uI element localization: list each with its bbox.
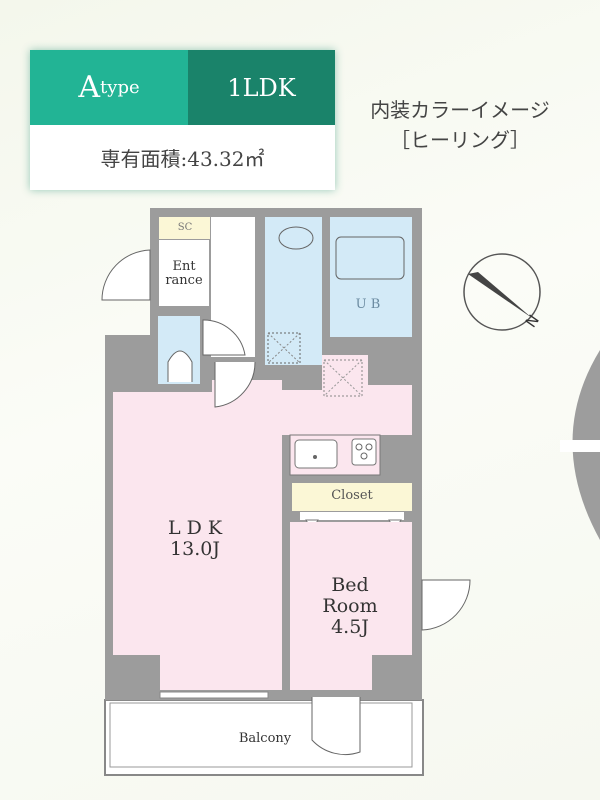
compass-icon	[463, 253, 541, 331]
entrance	[159, 240, 209, 306]
balcony-area	[104, 699, 424, 776]
balcony-door	[311, 697, 361, 756]
ldk-size: 13.0J	[170, 537, 220, 560]
bedroom-name-1: Bed	[331, 574, 369, 596]
ldk-window	[159, 691, 269, 699]
label-ub: U B	[355, 297, 381, 312]
caption-line-1: 内装カラーイメージ	[370, 98, 550, 122]
bedroom-size: 4.5J	[331, 615, 369, 638]
toilet-bowl	[167, 350, 193, 382]
layout-label: 1LDK	[188, 50, 335, 125]
label-balcony: Balcony	[238, 731, 292, 746]
type-suffix: type	[100, 77, 140, 98]
label-sc: SC	[177, 222, 193, 233]
bedroom-floor	[290, 522, 412, 690]
sink	[294, 439, 338, 469]
interior-color-caption: 内装カラーイメージ ［ヒーリング］	[345, 95, 575, 155]
label-ldk: L D K 13.0J	[150, 518, 240, 560]
toilet-door	[202, 319, 246, 356]
label-entrance-1: Ent	[172, 259, 196, 274]
ldk-door	[214, 361, 256, 408]
floor-area: 専有面積:43.32㎡	[100, 147, 265, 171]
label-entrance: Ent rance	[158, 259, 210, 289]
decorative-bar	[560, 440, 600, 452]
label-entrance-2: rance	[165, 273, 203, 289]
unit-bath	[330, 217, 412, 337]
ldk-name: L D K	[167, 517, 223, 539]
label-closet: Closet	[331, 488, 373, 503]
bedroom-door	[421, 579, 471, 631]
label-bedroom: Bed Room 4.5J	[305, 575, 395, 638]
type-letter: A	[78, 70, 101, 105]
bedroom-name-2: Room	[322, 594, 378, 617]
entrance-door	[101, 249, 151, 301]
washroom	[265, 217, 322, 365]
shoe-closet	[159, 217, 210, 239]
caption-line-2: ［ヒーリング］	[390, 128, 530, 152]
ldk-floor	[113, 355, 412, 690]
closet	[292, 483, 412, 511]
stove	[351, 438, 377, 466]
